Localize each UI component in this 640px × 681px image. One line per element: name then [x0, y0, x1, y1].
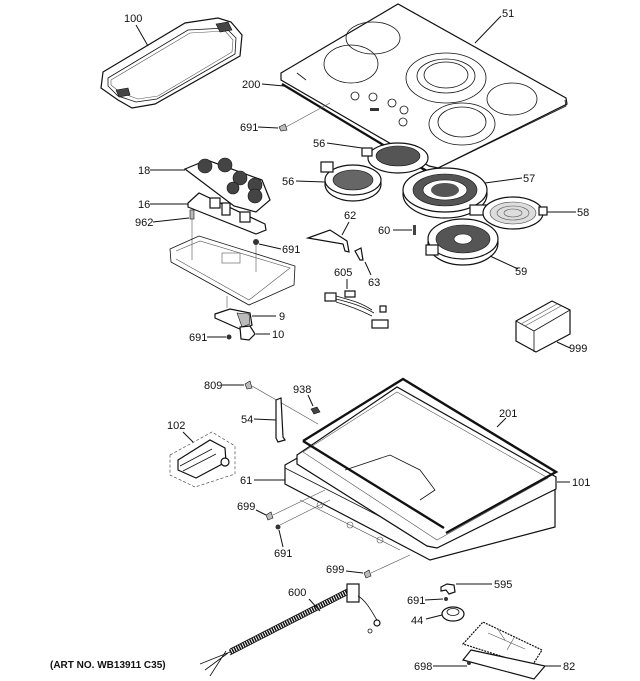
wire-harness-605[interactable] — [324, 290, 389, 329]
callout-56-front: 56 — [282, 176, 294, 188]
callout-58: 58 — [577, 207, 589, 219]
clip-938[interactable] — [310, 406, 321, 415]
clamp-595[interactable] — [440, 583, 456, 595]
callout-59: 59 — [515, 266, 527, 278]
callout-691-top: 691 — [240, 122, 258, 134]
screw-809[interactable] — [244, 380, 253, 390]
callout-699-bottom: 699 — [326, 564, 344, 576]
callout-51: 51 — [502, 8, 514, 20]
nut-691-left[interactable] — [275, 524, 281, 530]
callout-691-board: 691 — [282, 244, 300, 256]
callout-962: 962 — [135, 217, 153, 229]
nut-691-bracket[interactable] — [226, 334, 232, 340]
control-mounting-bracket[interactable] — [169, 235, 296, 306]
callout-809: 809 — [204, 380, 222, 392]
callout-102: 102 — [167, 420, 185, 432]
power-cord-600[interactable] — [199, 583, 381, 677]
callout-595: 595 — [494, 579, 512, 591]
limiter-60-part[interactable] — [413, 225, 416, 235]
surface-element-56-front[interactable] — [320, 161, 382, 202]
callout-63: 63 — [368, 277, 380, 289]
callout-10: 10 — [272, 329, 284, 341]
surface-element-57[interactable] — [402, 167, 488, 219]
surface-element-56-rear[interactable] — [361, 142, 429, 174]
callout-699-left: 699 — [237, 501, 255, 513]
callout-999: 999 — [569, 343, 587, 355]
literature-box-999[interactable] — [515, 300, 571, 353]
callout-201: 201 — [499, 408, 517, 420]
bracket-62-part[interactable] — [305, 229, 350, 253]
surface-element-59[interactable] — [425, 218, 499, 266]
callout-691-bottom: 691 — [407, 595, 425, 607]
callout-62: 62 — [344, 210, 356, 222]
callout-60: 60 — [378, 225, 390, 237]
callout-691-left: 691 — [274, 548, 292, 560]
screw-691-top[interactable] — [278, 123, 288, 132]
screw-699-left[interactable] — [265, 511, 274, 521]
terminal-block-102[interactable] — [169, 431, 236, 488]
screw-698[interactable] — [467, 661, 471, 665]
cover-10[interactable] — [239, 325, 256, 341]
callout-44: 44 — [411, 615, 423, 627]
callout-18: 18 — [138, 165, 150, 177]
clip-63-part[interactable] — [354, 247, 364, 261]
callout-698: 698 — [414, 661, 432, 673]
screw-699-bottom[interactable] — [363, 569, 372, 579]
nut-691-bottom[interactable] — [444, 597, 448, 601]
bracket-54[interactable] — [275, 397, 286, 443]
callout-9: 9 — [279, 311, 285, 323]
touch-control-board-18[interactable] — [183, 157, 271, 213]
surface-element-58[interactable] — [482, 196, 548, 230]
callout-82: 82 — [563, 661, 575, 673]
callout-61: 61 — [240, 475, 252, 487]
nut-691-board[interactable] — [253, 239, 259, 245]
callout-56-rear: 56 — [313, 138, 325, 150]
callout-54: 54 — [241, 414, 253, 426]
relay-board-82[interactable] — [461, 621, 547, 680]
callout-100: 100 — [124, 13, 142, 25]
callout-16: 16 — [138, 199, 150, 211]
touch-control-symbols — [350, 91, 409, 127]
grommet-44[interactable] — [441, 606, 465, 622]
standoff-962[interactable] — [189, 209, 195, 220]
callout-938: 938 — [293, 384, 311, 396]
control-board-16[interactable] — [187, 192, 267, 235]
callout-101: 101 — [572, 477, 590, 489]
griddle-part[interactable] — [100, 17, 243, 109]
callout-605: 605 — [334, 267, 352, 279]
callout-57: 57 — [523, 173, 535, 185]
art-number: (ART NO. WB13911 C35) — [50, 660, 166, 671]
bracket-9[interactable] — [214, 308, 253, 331]
gasket-201[interactable] — [302, 377, 559, 535]
callout-691-bracket: 691 — [189, 332, 207, 344]
callout-200: 200 — [242, 79, 260, 91]
callout-600: 600 — [288, 587, 306, 599]
